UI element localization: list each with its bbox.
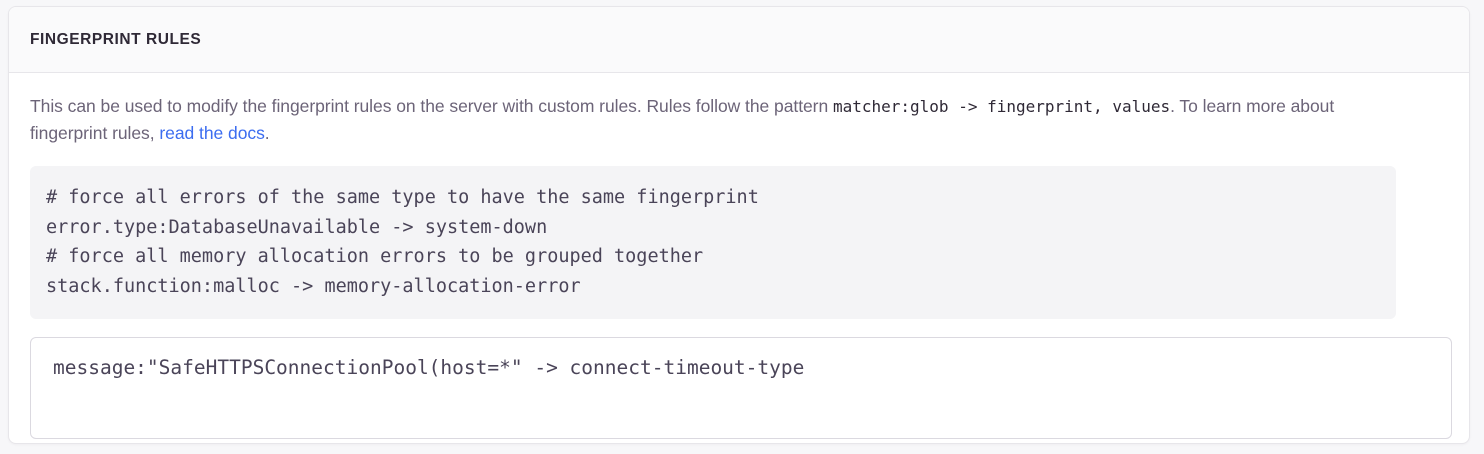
- description-after-code: . To learn more about fingerprint rules,: [30, 96, 1335, 143]
- fingerprint-rules-panel: FINGERPRINT RULES This can be used to mo…: [8, 6, 1470, 444]
- description-after-link: .: [264, 123, 270, 143]
- panel-body: This can be used to modify the fingerpri…: [9, 73, 1469, 439]
- fingerprint-rules-input[interactable]: [30, 337, 1452, 439]
- page-title: FINGERPRINT RULES: [30, 30, 202, 48]
- description-text: This can be used to modify the fingerpri…: [30, 93, 1375, 146]
- panel-header: FINGERPRINT RULES: [9, 7, 1469, 73]
- inline-code-pattern: matcher:glob -> fingerprint, values: [832, 97, 1171, 116]
- code-example-block: # force all errors of the same type to h…: [30, 166, 1396, 319]
- read-the-docs-link[interactable]: read the docs: [159, 123, 265, 143]
- description-before-code: This can be used to modify the fingerpri…: [30, 96, 833, 116]
